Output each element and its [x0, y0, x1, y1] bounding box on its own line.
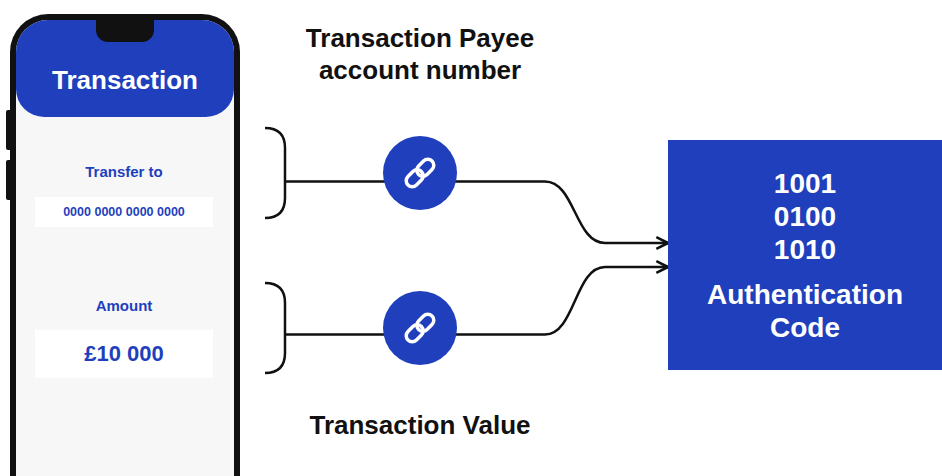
chain-link	[414, 157, 436, 179]
connector-arrow	[285, 182, 668, 244]
screen-title: Transaction	[16, 62, 234, 98]
bracket	[265, 128, 285, 218]
flow-label: Transaction Payee account number	[270, 22, 570, 86]
payee-field-group: Transfer to 0000 0000 0000 0000	[35, 128, 285, 235]
phone-frame	[10, 14, 240, 476]
phone-notch	[96, 20, 154, 42]
header-band: Transaction	[16, 20, 234, 117]
amount-field: £10 000	[35, 330, 213, 378]
chain-symbol	[404, 157, 437, 190]
link-icon	[383, 291, 457, 365]
link-circle	[383, 136, 457, 210]
chain-link	[414, 312, 436, 334]
link-icon	[383, 136, 457, 210]
chain-link	[404, 167, 426, 189]
flow-label: Transaction Value	[270, 409, 570, 441]
field-label: Transfer to	[35, 161, 213, 183]
amount-field-group: Amount £10 000	[35, 283, 285, 386]
code-title: Authentication Code	[685, 278, 925, 344]
code-digits: 1001 0100 1010	[760, 167, 850, 266]
chain-symbol	[404, 312, 437, 345]
chain-link	[404, 322, 426, 344]
connector-arrow	[285, 267, 668, 335]
bracket	[265, 283, 285, 373]
phone-screen	[16, 20, 234, 476]
field-label: Amount	[35, 295, 213, 317]
account-field: 0000 0000 0000 0000	[35, 197, 213, 227]
link-circle	[383, 291, 457, 365]
auth-code-box: 1001 0100 1010Authentication Code	[668, 140, 942, 370]
